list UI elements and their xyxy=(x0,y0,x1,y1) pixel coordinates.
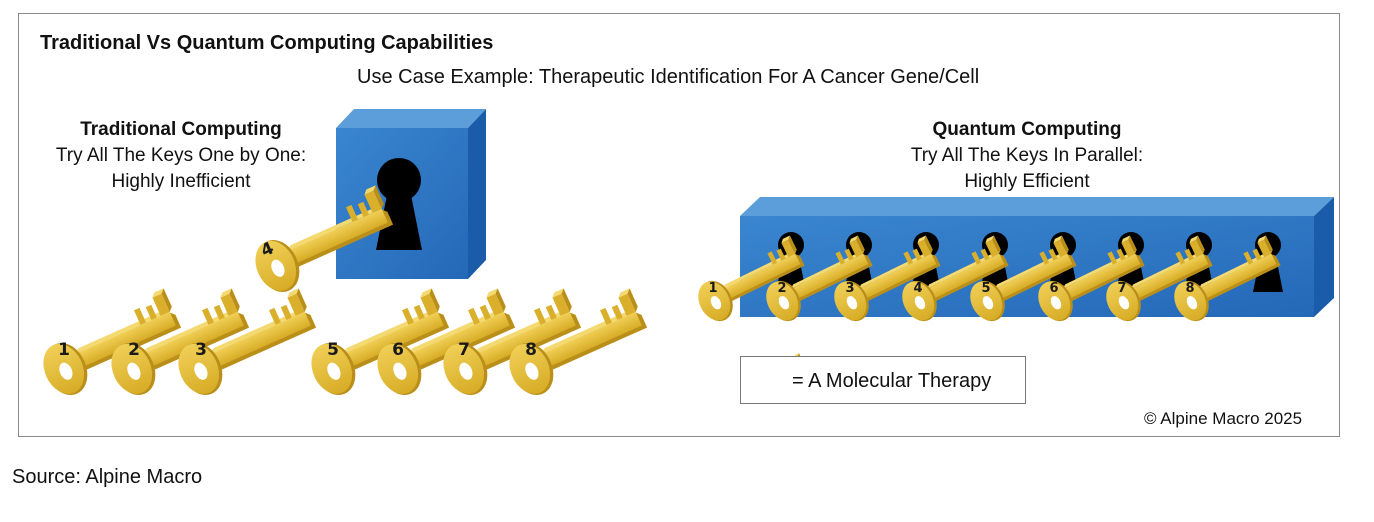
traditional-keyhole-icon xyxy=(376,158,422,250)
key-number: 4 xyxy=(913,281,922,296)
key-number: 7 xyxy=(1117,281,1126,296)
traditional-line2: Highly Inefficient xyxy=(111,171,251,192)
source-text: Source: Alpine Macro xyxy=(12,466,203,488)
key-number: 6 xyxy=(1049,281,1058,296)
key-number: 3 xyxy=(195,340,207,360)
diagram-subtitle: Use Case Example: Therapeutic Identifica… xyxy=(357,66,980,88)
legend-label: = A Molecular Therapy xyxy=(792,370,992,392)
key-number: 5 xyxy=(981,281,990,296)
quantum-heading: Quantum Computing xyxy=(932,119,1122,140)
traditional-heading: Traditional Computing xyxy=(80,119,282,140)
key-number: 2 xyxy=(128,340,140,360)
legend-box xyxy=(740,356,1026,404)
key-number: 7 xyxy=(458,340,470,360)
traditional-caption: Traditional Computing Try All The Keys O… xyxy=(40,117,322,195)
key-number: 8 xyxy=(1185,281,1194,296)
traditional-key-3 xyxy=(167,288,324,403)
key-number: 6 xyxy=(392,340,404,360)
key-number: 1 xyxy=(708,281,717,296)
traditional-lock-block xyxy=(336,109,486,279)
traditional-line1: Try All The Keys One by One: xyxy=(55,145,307,166)
traditional-key-4: 4 xyxy=(244,185,401,300)
key-number: 1 xyxy=(58,340,70,360)
traditional-key-8 xyxy=(498,288,655,403)
key-number: 2 xyxy=(777,281,786,296)
key-number: 5 xyxy=(327,340,339,360)
key-number: 3 xyxy=(845,281,854,296)
quantum-line1: Try All The Keys In Parallel: xyxy=(910,145,1144,166)
key-number: 8 xyxy=(525,340,537,360)
copyright-text: © Alpine Macro 2025 xyxy=(1144,409,1303,428)
quantum-caption: Quantum Computing Try All The Keys In Pa… xyxy=(887,117,1167,195)
quantum-lock-block xyxy=(740,197,1334,317)
diagram-title: Traditional Vs Quantum Computing Capabil… xyxy=(40,32,494,54)
quantum-line2: Highly Efficient xyxy=(964,171,1090,192)
